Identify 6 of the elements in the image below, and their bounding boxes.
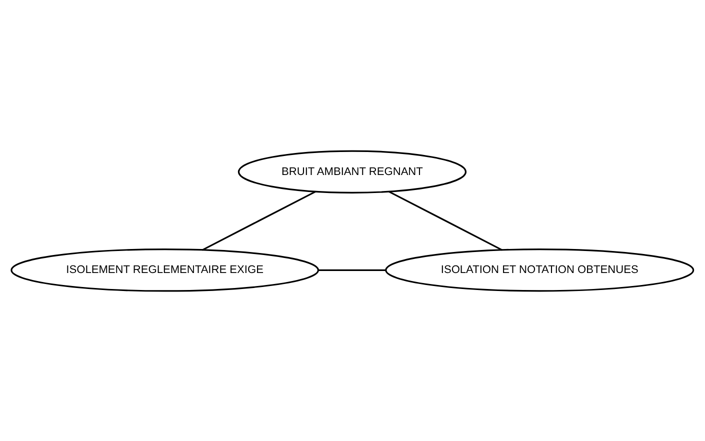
node-ellipse: ISOLATION ET NOTATION OBTENUES — [385, 248, 694, 292]
node-ellipse: BRUIT AMBIANT REGNANT — [238, 150, 467, 193]
connector — [388, 190, 503, 250]
node-ellipse: ISOLEMENT REGLEMENTAIRE EXIGE — [10, 248, 319, 292]
connector — [318, 268, 386, 270]
connector — [202, 190, 316, 250]
